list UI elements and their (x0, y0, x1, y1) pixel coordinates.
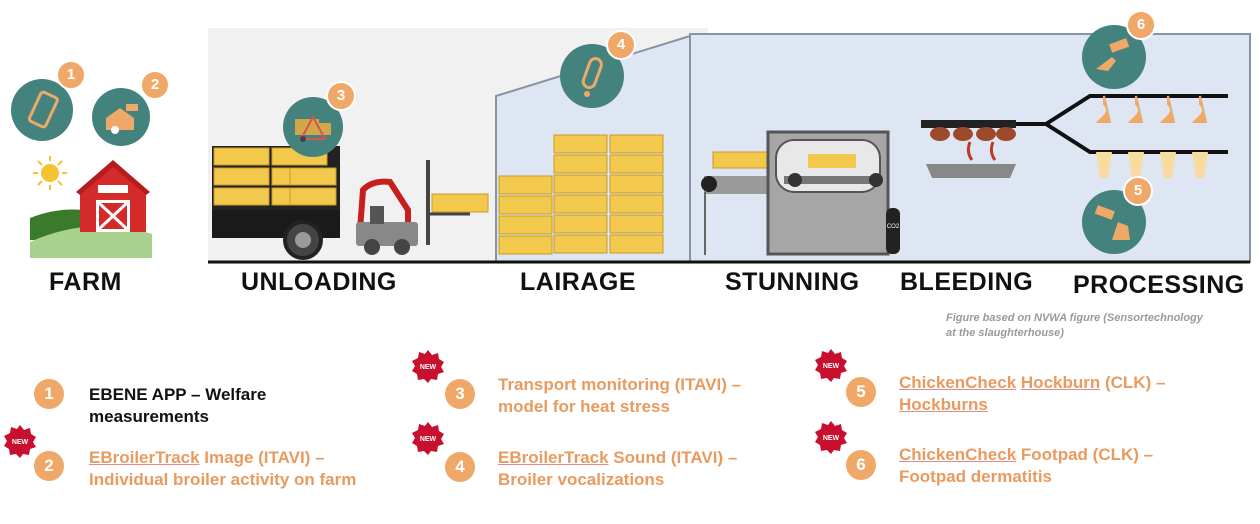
processing-hook (1095, 95, 1112, 123)
figure-caption: Figure based on NVWA figure (Sensortechn… (946, 311, 1256, 341)
crate (289, 187, 337, 206)
legend-item-1: EBENE APP – Welfare measurements (89, 385, 267, 426)
processing-hook (1159, 95, 1176, 123)
crate (609, 214, 664, 234)
forklift-crate (431, 193, 489, 213)
stage-farm: FARM (49, 268, 122, 296)
svg-text:NEW: NEW (823, 435, 840, 442)
smartphone-icon (11, 79, 73, 141)
crate (609, 134, 664, 154)
crate (609, 154, 664, 174)
legend-number-6: 6 (846, 450, 876, 480)
crate (498, 195, 553, 215)
stage-stunning: STUNNING (725, 268, 860, 296)
legend-number-3: 3 (445, 379, 475, 409)
legend-item-6: ChickenCheck Footpad (CLK) – Footpad der… (899, 445, 1154, 486)
new-badge-6: NEW (815, 421, 847, 454)
co2-cylinder: CO2 (886, 208, 900, 254)
crate (553, 154, 608, 174)
hill-light (30, 226, 152, 258)
callout-3: 3 (326, 81, 356, 111)
callout-4: 4 (606, 30, 636, 60)
stunning-chamber (766, 130, 890, 256)
caption-line-1: Figure based on NVWA figure (Sensortechn… (946, 312, 1203, 324)
crate (609, 174, 664, 194)
new-badge-5: NEW (815, 349, 847, 382)
crate (553, 194, 608, 214)
stage-lairage: LAIRAGE (520, 268, 636, 296)
stage-bleeding: BLEEDING (900, 268, 1034, 296)
process-illustration: CO2 (30, 28, 1251, 264)
new-badge-2: NEW (4, 425, 36, 458)
processing-line (1016, 94, 1228, 154)
svg-text:NEW: NEW (823, 363, 840, 370)
callout-1: 1 (56, 60, 86, 90)
processing-hook (1127, 95, 1144, 123)
crate (289, 167, 337, 186)
legend-item-2: EBroilerTrack Image (ITAVI) – Individual… (89, 448, 357, 489)
crate (553, 134, 608, 154)
legend-number-5: 5 (846, 377, 876, 407)
svg-text:NEW: NEW (420, 364, 437, 371)
legend-item-5: ChickenCheck Hockburn (CLK) – Hockburns (899, 373, 1166, 414)
camera-barn-icon (92, 88, 150, 146)
crate (213, 147, 270, 166)
callout-2: 2 (140, 70, 170, 100)
sun-icon (41, 164, 59, 182)
legend-number-2: 2 (34, 451, 64, 481)
caption-line-2: at the slaughterhouse) (946, 327, 1064, 339)
callout-5: 5 (1123, 176, 1153, 206)
processed-carcass (1192, 152, 1208, 178)
crate (213, 187, 270, 206)
conveyor-crate (712, 151, 770, 169)
legend-number-1: 1 (34, 379, 64, 409)
crate (609, 194, 664, 214)
crate (609, 234, 664, 254)
crate (553, 174, 608, 194)
crate (553, 214, 608, 234)
farm-scene (30, 156, 152, 258)
new-badge-3: NEW (412, 350, 444, 383)
processing-hooks (1095, 95, 1208, 178)
callout-6: 6 (1126, 10, 1156, 40)
co2-label: CO2 (887, 224, 900, 230)
stage-processing: PROCESSING (1073, 271, 1245, 299)
svg-text:NEW: NEW (420, 436, 437, 443)
crate (498, 175, 553, 195)
processed-carcass (1096, 152, 1112, 178)
crate (498, 215, 553, 235)
processing-hook (1191, 95, 1208, 123)
crate (553, 234, 608, 254)
barn-icon (76, 160, 150, 232)
processed-carcass (1128, 152, 1144, 178)
crate (498, 235, 553, 255)
legend-number-4: 4 (445, 452, 475, 482)
legend-item-4: EBroilerTrack Sound (ITAVI) – Broiler vo… (498, 448, 738, 489)
lairage-crates (498, 134, 664, 255)
crate (213, 167, 270, 186)
stage-unloading: UNLOADING (241, 268, 397, 296)
bleeding-station (921, 120, 1016, 178)
forklift (356, 160, 470, 255)
processed-carcass (1160, 152, 1176, 178)
new-badge-4: NEW (412, 422, 444, 455)
svg-text:NEW: NEW (12, 439, 29, 446)
legend-item-3: Transport monitoring (ITAVI) – model for… (498, 375, 742, 416)
